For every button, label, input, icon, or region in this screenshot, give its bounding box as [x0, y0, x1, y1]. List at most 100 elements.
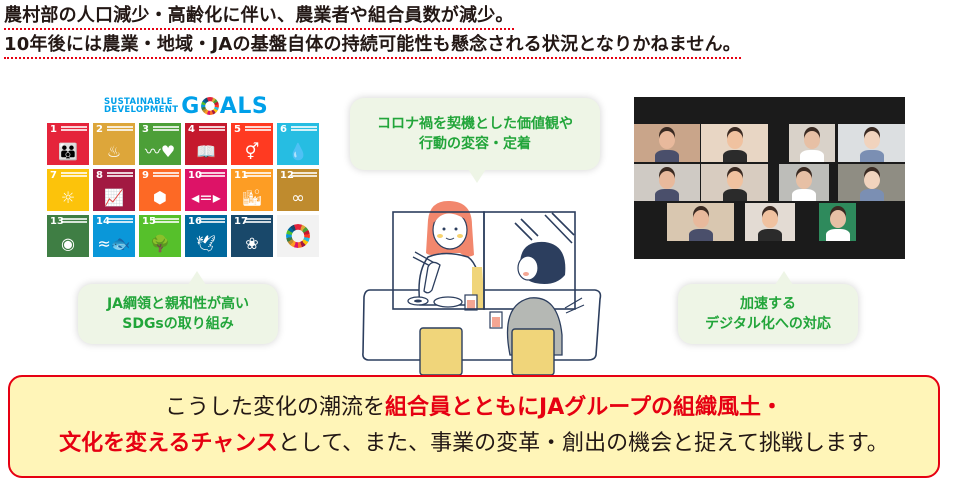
sdg-goal-caption [153, 126, 179, 128]
sdg-goal-number: 8 [96, 170, 103, 181]
bubble-digital-line-1: 加速する [740, 296, 796, 312]
participant-body [792, 189, 816, 201]
sdg-goal-tile: 13 ◉ [47, 215, 89, 257]
sdg-goal-tile: 10 ◂=▸ [185, 169, 227, 211]
sdg-goal-caption [199, 126, 225, 128]
headline-line-2: 10年後には農業・地域・JAの基盤自体の持続可能性も懸念される状況となりかねませ… [4, 32, 741, 59]
sdg-goal-caption [291, 126, 317, 128]
participant-body [688, 229, 713, 241]
headline-line-1: 農村部の人口減少・高齢化に伴い、農業者や組合員数が減少。 [4, 3, 514, 30]
cubes-icon: ⬢ [153, 188, 167, 207]
sdg-wheel-icon [286, 224, 310, 248]
participant-face [726, 131, 743, 149]
earth-eye-icon: ◉ [61, 234, 75, 253]
flower-rings-icon: ❀ [245, 234, 259, 253]
participant-face [659, 131, 675, 149]
bubble-tail [775, 271, 793, 285]
gender-equality-icon: ⚥ [244, 142, 260, 161]
goals-letters-als: ALS [219, 93, 269, 119]
speech-bubble-sdgs: JA綱領と親和性が高い SDGsの取り組み [78, 271, 278, 344]
video-participant-tile [634, 124, 700, 162]
family-icon: 👪 [58, 142, 78, 161]
participant-body [825, 229, 850, 241]
bubble-corona-line-2: 行動の変容・定着 [419, 136, 531, 152]
growth-chart-icon: 📈 [104, 188, 124, 207]
sdg-goal-caption [291, 172, 317, 174]
video-participant-tile [667, 203, 734, 241]
sdg-goal-number: 11 [234, 170, 248, 181]
speech-bubble-corona: コロナ禍を契機とした価値観や 行動の変容・定着 [350, 98, 600, 183]
sdgs-logo-goals: G ALS [181, 94, 268, 119]
sdg-goal-tile: 5⚥ [231, 123, 273, 165]
sdg-goal-tile: 12 ∞ [277, 169, 319, 211]
sdg-goal-caption [61, 218, 87, 220]
sdg-goal-number: 10 [188, 170, 202, 181]
speech-bubble-digital: 加速する デジタル化への対応 [678, 271, 858, 344]
participant-face [796, 170, 812, 189]
sdg-goal-number: 15 [142, 216, 156, 227]
participant-body [655, 150, 679, 162]
video-participant-tile [701, 124, 768, 162]
message-plain-text: こうした変化の潮流を [165, 395, 386, 420]
sdg-goal-number: 3 [142, 124, 149, 135]
participant-face [762, 210, 778, 228]
video-participant-tile [838, 124, 905, 162]
sdg-goal-number: 16 [188, 216, 202, 227]
sdg-goal-caption [153, 172, 179, 174]
bubble-corona-line-1: コロナ禍を契機とした価値観や [377, 116, 573, 132]
sdgs-goals-grid: 1👪2♨3〰♥4📖5⚥6💧7☼8📈9⬢10◂=▸11🏙12∞13◉14≈🐟15🌳… [47, 123, 319, 257]
sdg-goal-tile: 17 ❀ [231, 215, 273, 257]
sdg-goal-number: 17 [234, 216, 248, 227]
sdg-goal-tile: 15🌳 [139, 215, 181, 257]
sdg-goal-tile: 9⬢ [139, 169, 181, 211]
bubble-sdgs-line-1: JA綱領と親和性が高い [106, 296, 250, 312]
book-icon: 📖 [196, 142, 216, 161]
video-conference-screenshot [634, 97, 905, 259]
sdg-goal-tile: 11 🏙 [231, 169, 273, 211]
sdg-goal-caption [153, 218, 179, 220]
sdg-goal-number: 14 [96, 216, 110, 227]
sdg-goal-tile: 1👪 [47, 123, 89, 165]
message-plain-text: として、また、事業の変革・創出の機会と捉えて挑戦します。 [277, 431, 889, 456]
sdg-goal-caption [245, 126, 271, 128]
sdg-goal-caption [107, 218, 133, 220]
participant-face [692, 210, 709, 228]
sdg-goal-caption [199, 218, 225, 220]
participant-body [859, 150, 884, 162]
bubble-tail [188, 271, 206, 285]
participant-body [655, 189, 679, 201]
city-icon: 🏙 [241, 188, 263, 207]
message-line-1: こうした変化の潮流を組合員とともにJAグループの組織風土・ [10, 390, 938, 426]
video-participant-tile [789, 124, 835, 162]
sdg-goal-number: 13 [50, 216, 64, 227]
equal-arrows-icon: ◂=▸ [191, 188, 221, 207]
heartbeat-icon: 〰♥ [144, 142, 176, 161]
message-line-2: 文化を変えるチャンスとして、また、事業の変革・創出の機会と捉えて挑戦します。 [10, 426, 938, 462]
sdg-wheel-icon [200, 97, 219, 115]
participant-face [659, 170, 675, 189]
sdg-goal-caption [107, 172, 133, 174]
sdg-goal-tile [277, 215, 319, 257]
bubble-tail [468, 169, 486, 183]
sdg-goal-number: 4 [188, 124, 195, 135]
sun-icon: ☼ [60, 188, 76, 207]
sdg-goal-caption [61, 126, 87, 128]
sdg-goal-caption [61, 172, 87, 174]
infinity-icon: ∞ [291, 188, 305, 207]
participant-face [726, 170, 743, 189]
participant-body [722, 189, 747, 201]
sdgs-logo-sustainable: SUSTAINABLE [104, 96, 173, 107]
sdg-goal-number: 7 [50, 170, 57, 181]
sdg-goal-tile: 7☼ [47, 169, 89, 211]
sdg-goal-tile: 2♨ [93, 123, 135, 165]
video-participant-tile [819, 203, 856, 241]
sdg-goal-number: 12 [280, 170, 294, 181]
video-participant-tile [634, 164, 700, 201]
message-highlight-text: 文化を変えるチャンス [59, 431, 278, 456]
sdg-goal-number: 1 [50, 124, 57, 135]
sdgs-logo: SUSTAINABLE DEVELOPMENT G ALS [104, 94, 268, 119]
participant-body [859, 189, 884, 201]
participant-body [758, 229, 782, 241]
sdg-goal-number: 5 [234, 124, 241, 135]
bowl-icon: ♨ [106, 142, 122, 161]
